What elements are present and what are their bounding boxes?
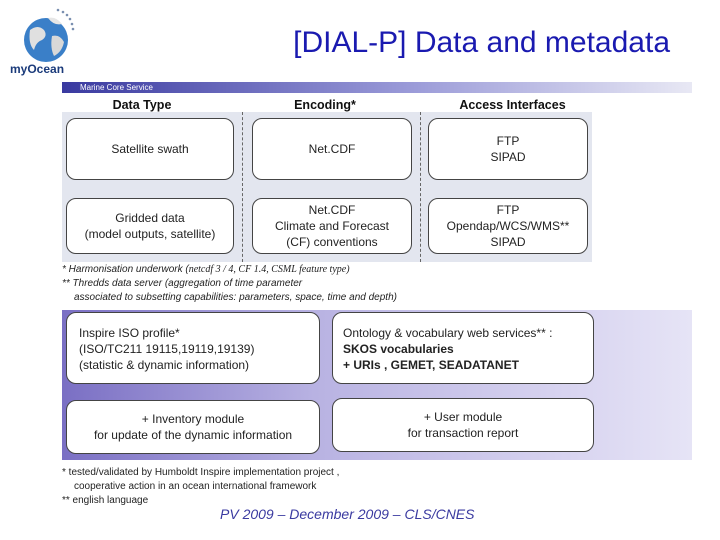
cell-text: Satellite swath — [111, 142, 189, 156]
divider — [420, 112, 421, 262]
inspire-line: Inspire ISO profile* — [79, 326, 180, 340]
note-humboldt: * tested/validated by Humboldt Inspire i… — [62, 467, 340, 478]
slide-footer: PV 2009 – December 2009 – CLS/CNES — [220, 506, 475, 522]
metadata-panel: Inspire ISO profile* (ISO/TC211 19115,19… — [62, 310, 692, 460]
note-cooperative: cooperative action in an ocean internati… — [74, 481, 317, 492]
note-text-serif: netcdf 3 / 4, CF 1.4, CSML feature type) — [188, 264, 350, 275]
cell-text: FTP SIPAD — [490, 134, 526, 164]
myocean-logo — [8, 6, 78, 80]
box-user: + User module for transaction report — [332, 398, 594, 452]
cell-satellite-swath: Satellite swath — [66, 118, 234, 180]
cell-netcdf-cf: Net.CDF Climate and Forecast (CF) conven… — [252, 198, 412, 254]
note-english: ** english language — [62, 495, 149, 506]
data-panel: Satellite swath Net.CDF FTP SIPAD Gridde… — [62, 112, 592, 262]
note-harmonisation: * Harmonisation underwork (netcdf 3 / 4,… — [62, 263, 350, 277]
note-subsetting: associated to subsetting capabilities: p… — [74, 292, 397, 303]
cell-ftp-sipad: FTP SIPAD — [428, 118, 588, 180]
box-inspire: Inspire ISO profile* (ISO/TC211 19115,19… — [66, 312, 320, 384]
col-header-encoding: Encoding* — [294, 98, 356, 112]
box-inventory: + Inventory module for update of the dyn… — [66, 400, 320, 454]
cell-ftp-opendap: FTP Opendap/WCS/WMS** SIPAD — [428, 198, 588, 254]
slide-title: [DIAL-P] Data and metadata — [293, 26, 670, 59]
band-label: Marine Core Service — [80, 83, 153, 92]
ontology-line: + URIs , GEMET, SEADATANET — [343, 358, 519, 372]
user-text: + User module for transaction report — [407, 410, 519, 440]
divider — [242, 112, 243, 262]
inspire-line: (statistic & dynamic information) — [79, 358, 250, 372]
col-header-access: Access Interfaces — [459, 98, 566, 112]
cell-text: Net.CDF — [308, 142, 356, 156]
cell-text: FTP Opendap/WCS/WMS** SIPAD — [446, 203, 570, 249]
globe-icon — [24, 8, 75, 62]
cell-netcdf: Net.CDF — [252, 118, 412, 180]
note-text: * Harmonisation underwork ( — [62, 264, 189, 275]
cell-text: Gridded data (model outputs, satellite) — [84, 211, 216, 241]
cell-gridded-data: Gridded data (model outputs, satellite) — [66, 198, 234, 254]
col-header-data-type: Data Type — [112, 98, 172, 112]
ontology-line: Ontology & vocabulary web services** : — [343, 326, 553, 340]
inspire-line: (ISO/TC211 19115,19119,19139) — [79, 342, 255, 356]
logo-text: myOcean — [10, 62, 65, 76]
ontology-line: SKOS vocabularies — [343, 342, 454, 356]
note-thredds: ** Thredds data server (aggregation of t… — [62, 278, 303, 289]
inventory-text: + Inventory module for update of the dyn… — [93, 412, 293, 442]
cell-text: Net.CDF Climate and Forecast (CF) conven… — [274, 203, 390, 249]
box-ontology: Ontology & vocabulary web services** : S… — [332, 312, 594, 384]
header-band: Marine Core Service — [62, 82, 692, 93]
